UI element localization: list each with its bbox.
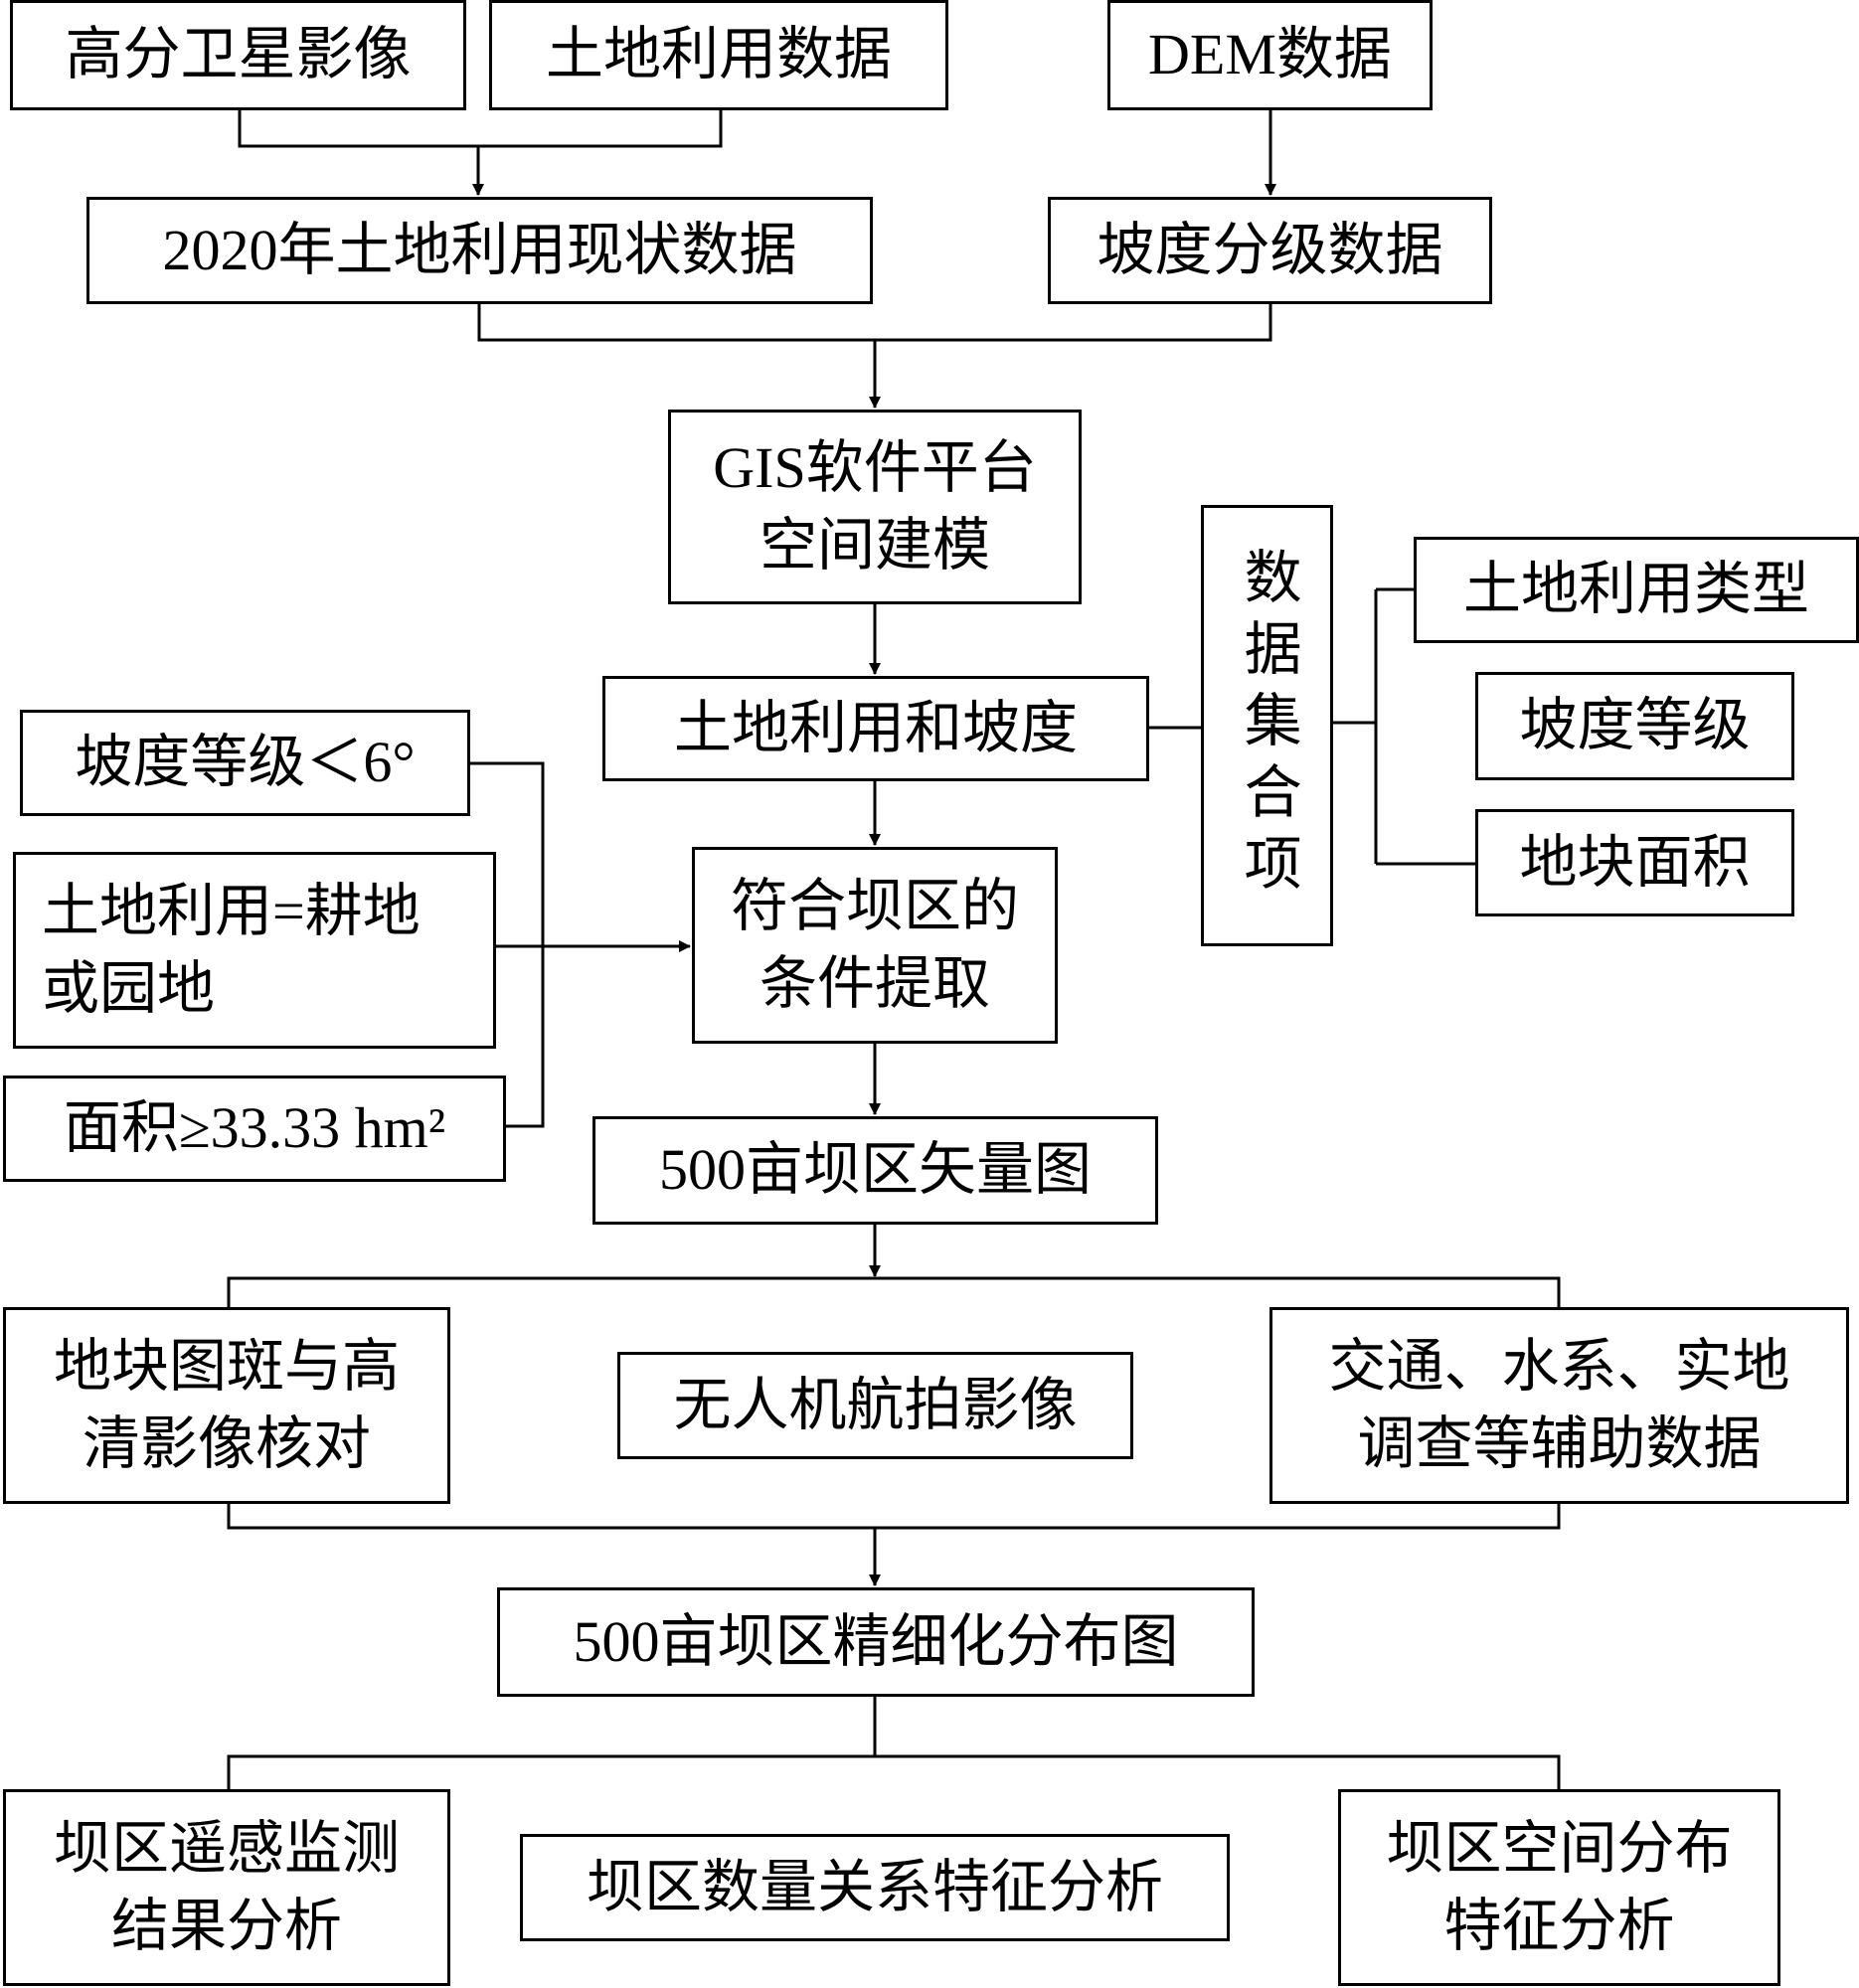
node-gis-modeling: GIS软件平台 空间建模: [668, 410, 1082, 604]
node-dataset-items: 数据集合项: [1201, 505, 1333, 946]
connector-dataset-branch: [1333, 587, 1475, 866]
connector-merge-3: [227, 1504, 1561, 1530]
node-vector-map: 500亩坝区矢量图: [592, 1116, 1158, 1225]
connector-branch-4: [227, 1697, 1561, 1789]
node-quantity-analysis: 坝区数量关系特征分析: [520, 1834, 1230, 1941]
node-condition-landuse: 土地利用=耕地 或园地: [13, 852, 496, 1049]
node-condition-slope: 坡度等级＜6°: [20, 710, 470, 816]
node-condition-area: 面积≥33.33 hm²: [3, 1076, 506, 1182]
node-dem-data: DEM数据: [1107, 0, 1433, 110]
node-parcel-area: 地块面积: [1475, 809, 1794, 916]
connector-top-merge: [238, 110, 723, 148]
node-verify-imagery: 地块图斑与高 清影像核对: [3, 1307, 450, 1504]
node-landuse-type: 土地利用类型: [1414, 537, 1859, 643]
connector-merge-2: [477, 304, 1272, 342]
node-satellite-imagery: 高分卫星影像: [10, 0, 466, 110]
node-auxiliary-data: 交通、水系、实地 调查等辅助数据: [1269, 1307, 1849, 1504]
node-slope-grade: 坡度等级: [1475, 672, 1794, 780]
node-refined-map: 500亩坝区精细化分布图: [497, 1587, 1255, 1697]
node-landuse-data: 土地利用数据: [489, 0, 948, 110]
node-slope-class: 坡度分级数据: [1048, 197, 1492, 304]
node-rs-analysis: 坝区遥感监测 结果分析: [3, 1789, 450, 1986]
node-landuse-2020: 2020年土地利用现状数据: [86, 197, 873, 304]
node-condition-extract: 符合坝区的 条件提取: [692, 847, 1058, 1044]
node-landuse-slope: 土地利用和坡度: [602, 676, 1149, 781]
connector-branch-3: [227, 1276, 1561, 1307]
node-uav-imagery: 无人机航拍影像: [617, 1352, 1133, 1459]
node-spatial-analysis: 坝区空间分布 特征分析: [1338, 1789, 1780, 1986]
